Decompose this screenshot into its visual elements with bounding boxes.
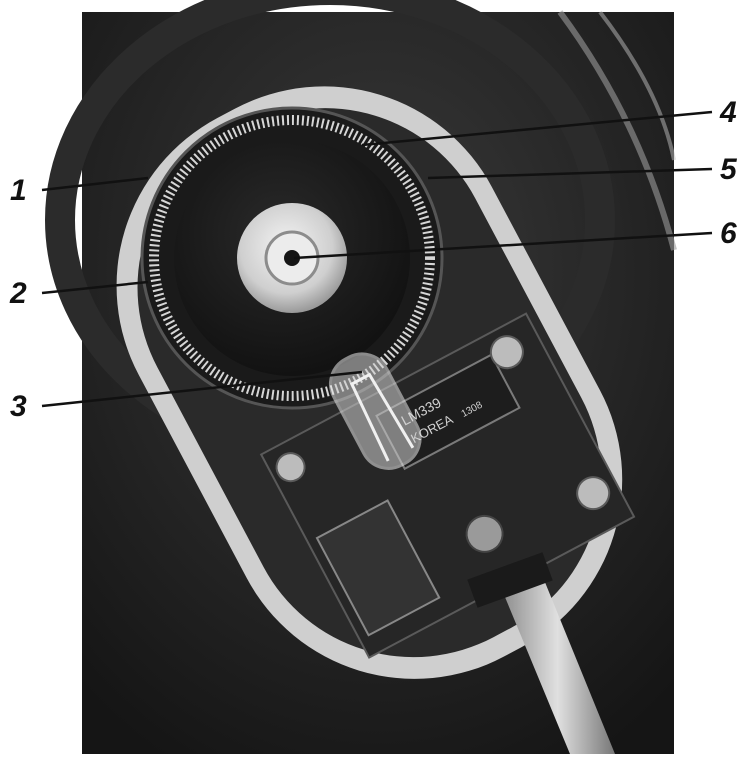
cable-grommet [467,552,553,608]
callout-4: 4 [719,96,737,129]
code-disc [140,106,444,410]
screw [576,476,611,511]
light-source [329,352,422,470]
leader-lines [41,110,713,408]
photograph: LM339 KOREA 1308 [45,0,677,754]
leader-line-2 [41,280,149,295]
connector-block [315,499,441,637]
disc-slot-ring [149,115,435,401]
callout-5: 5 [720,153,738,186]
cable-sleeve [500,570,615,754]
screw [275,452,306,483]
callout-2: 2 [9,277,27,310]
callout-1: 1 [10,174,27,207]
leader-line-4 [361,110,713,147]
leader-line-6 [293,231,713,260]
callout-labels: 1 2 3 4 5 6 [9,96,738,423]
trim-potentiometer [465,514,504,553]
screw [489,335,524,370]
callout-6: 6 [720,217,737,250]
cable [467,552,615,754]
background-wire [598,10,676,161]
leader-line-3 [41,370,363,408]
leader-line-1 [41,176,149,192]
shaft [284,250,300,266]
leader-line-5 [427,167,713,180]
background-wire [557,10,677,251]
bulb-filament [349,372,415,462]
callout-3: 3 [10,390,27,423]
